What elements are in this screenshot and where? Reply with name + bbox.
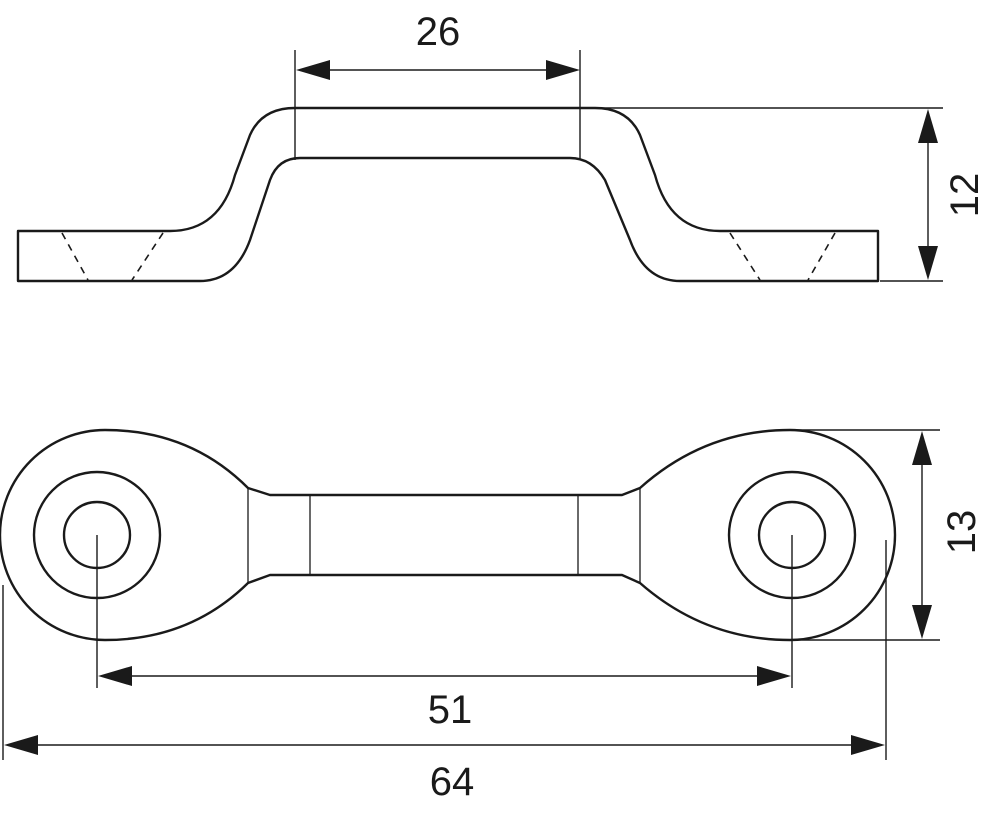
top-view: 13 51 64 [0, 428, 984, 804]
dimension-label-26: 26 [416, 10, 461, 54]
neck-edge-left-bottom [247, 574, 271, 584]
arrowhead-51-right [757, 666, 791, 686]
neck-edge-right-bottom [621, 574, 641, 584]
dimension-label-51: 51 [428, 688, 473, 732]
arrowhead-26-right [546, 60, 580, 80]
neck-edge-left-top [247, 487, 271, 496]
arrowhead-51-left [98, 666, 132, 686]
side-view-outline [16, 106, 880, 283]
dimension-label-12: 12 [943, 173, 987, 218]
dimension-label-64: 64 [430, 760, 475, 804]
arrowhead-64-right [851, 735, 885, 755]
arrowhead-26-left [296, 60, 330, 80]
arrowhead-12-top [918, 109, 938, 143]
top-view-outline [0, 428, 897, 642]
arrowhead-12-bottom [918, 246, 938, 280]
arrowhead-13-top [912, 431, 932, 465]
hidden-line-left-a [61, 232, 89, 281]
hidden-line-right-b [807, 232, 836, 281]
hidden-line-right-a [729, 232, 761, 281]
hidden-line-left-b [131, 232, 164, 281]
dimension-label-13: 13 [940, 510, 984, 555]
arrowhead-64-left [4, 735, 38, 755]
arrowhead-13-bottom [912, 605, 932, 639]
side-view: 26 12 [16, 10, 987, 283]
neck-edge-right-top [621, 487, 641, 496]
